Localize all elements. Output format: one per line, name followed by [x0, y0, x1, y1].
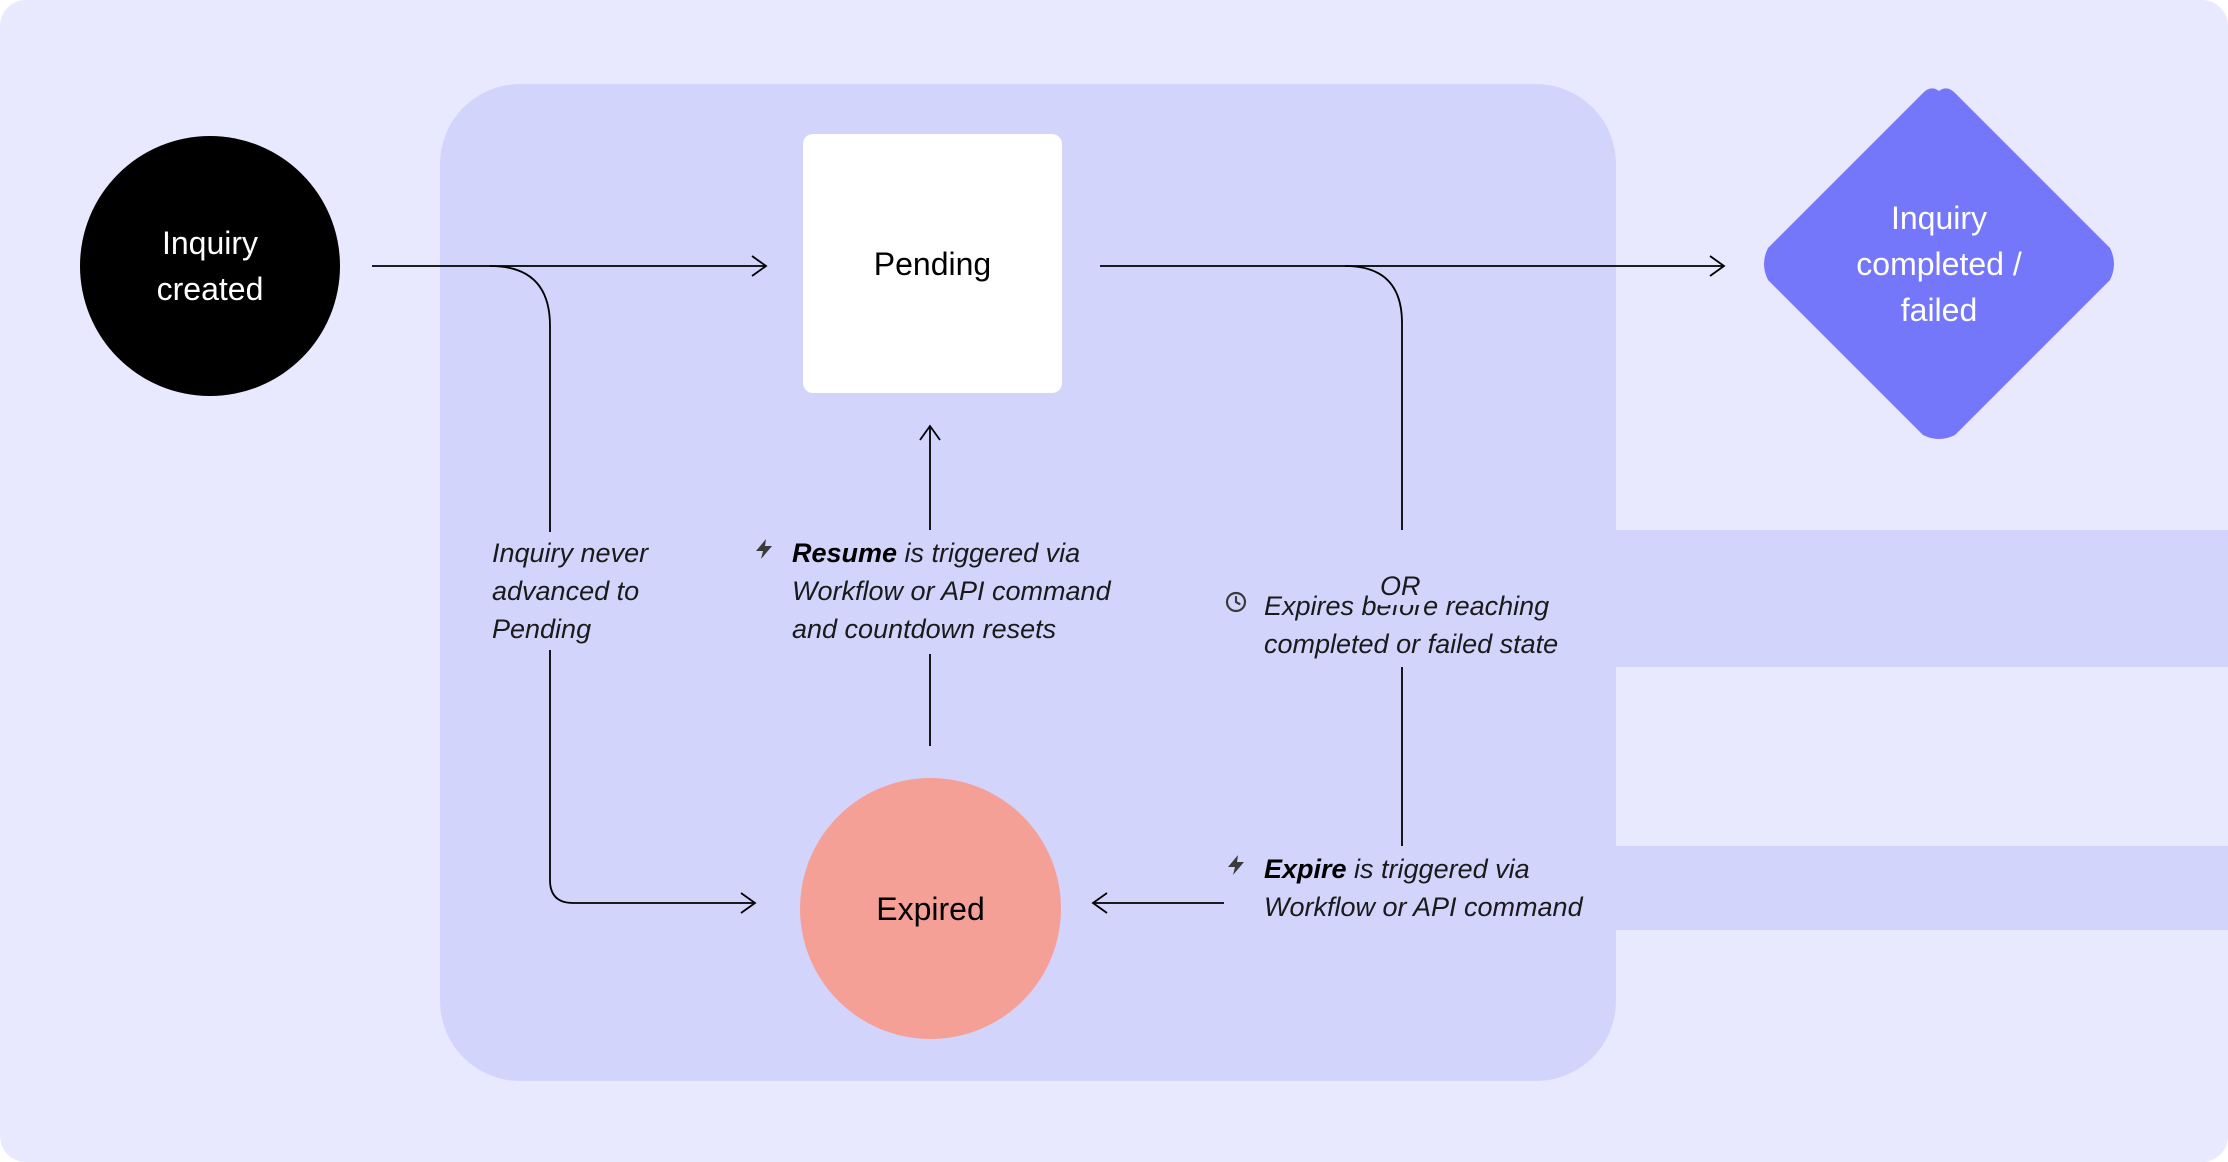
- node-final-label: Inquiry completed / failed: [1856, 200, 2022, 328]
- label-expire-line-1: Expire is triggered via: [1264, 850, 2228, 888]
- label-expires-before: Expires before reaching completed or fai…: [1224, 583, 2228, 667]
- expire-keyword: Expire: [1264, 854, 1347, 884]
- resume-keyword: Resume: [792, 538, 898, 568]
- node-expired: Expired: [800, 778, 1061, 1039]
- arrowhead-expired-left: [740, 892, 757, 914]
- arrowhead-expired-right: [1091, 892, 1108, 914]
- label-never-advanced-line-2: advanced to: [492, 576, 640, 606]
- node-inquiry-completed-failed: Inquiry completed / failed: [1760, 85, 2118, 443]
- arrowhead-pending: [751, 255, 768, 277]
- label-expire-triggered: Expire is triggered via Workflow or API …: [1224, 846, 2228, 930]
- clock-icon: [1225, 591, 1247, 613]
- edge-created-to-expired: [489, 265, 755, 904]
- label-expire-line-2: Workflow or API command: [1264, 892, 1583, 922]
- label-or: OR: [1376, 567, 1425, 605]
- label-never-advanced: Inquiry never advanced to Pending: [488, 532, 653, 650]
- node-expired-label: Expired: [876, 890, 985, 927]
- label-or-text: OR: [1380, 571, 1421, 601]
- lightning-icon: [1228, 855, 1244, 875]
- label-expires-line-2: completed or failed state: [1264, 629, 1559, 659]
- label-resume-line-2: Workflow or API command: [792, 576, 1111, 606]
- arrowhead-final: [1709, 255, 1726, 277]
- label-never-advanced-line-1: Inquiry never: [492, 538, 649, 568]
- lightning-icon: [756, 539, 772, 559]
- node-pending-label: Pending: [873, 245, 992, 282]
- arrowhead-pending-bottom: [919, 424, 941, 441]
- resume-rest: is triggered via: [897, 538, 1081, 568]
- label-never-advanced-line-3: Pending: [492, 614, 592, 644]
- node-inquiry-created-label: Inquiry created: [156, 225, 264, 307]
- node-pending: Pending: [803, 134, 1062, 393]
- expire-rest: is triggered via: [1346, 854, 1530, 884]
- node-inquiry-created: Inquiry created: [80, 136, 340, 396]
- diamond-shape: [1764, 88, 2114, 439]
- label-resume-line-1: Resume is triggered via: [792, 534, 2228, 572]
- label-resume-line-3: and countdown resets: [792, 614, 1057, 644]
